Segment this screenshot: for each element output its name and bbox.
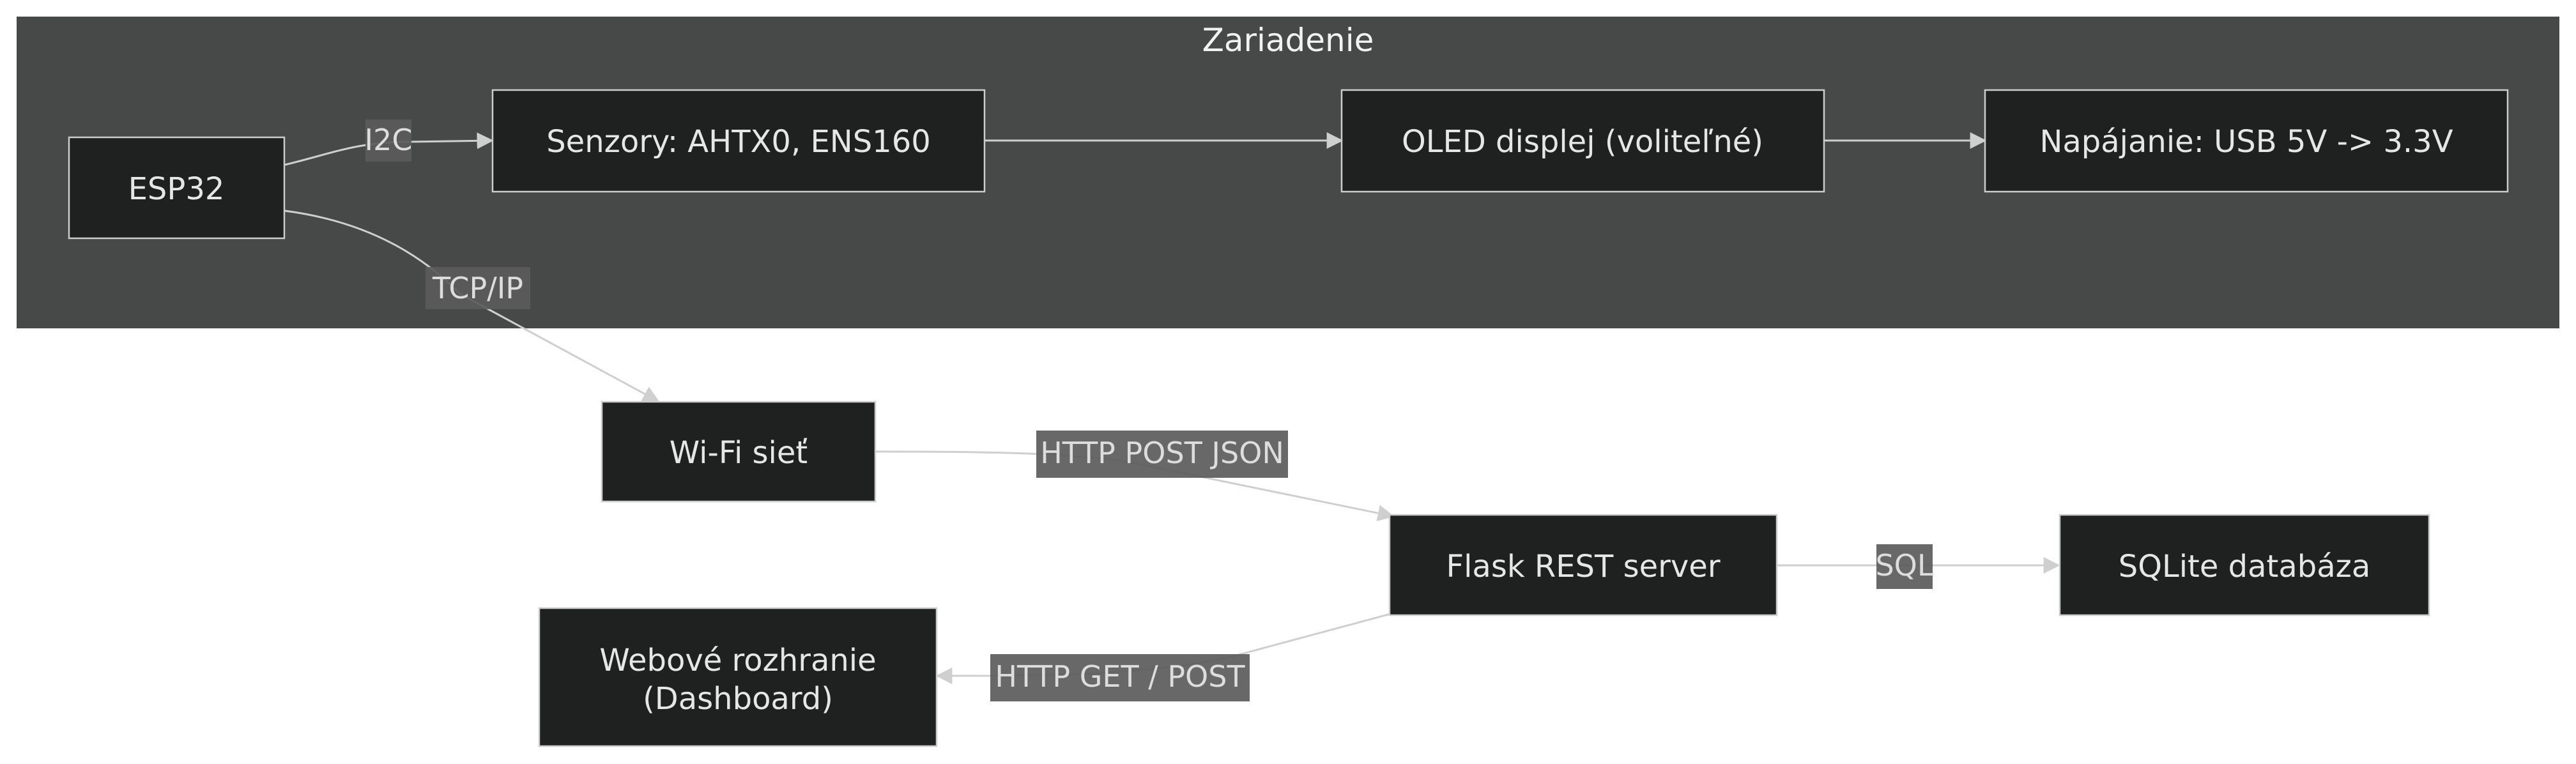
edge-label-tcpip: TCP/IP [425, 267, 530, 309]
node-web-label-line2: (Dashboard) [643, 681, 833, 717]
node-power-label: Napájanie: USB 5V -> 3.3V [2039, 124, 2453, 160]
node-sqlite: SQLite databáza [2058, 514, 2430, 616]
node-esp32-label: ESP32 [128, 171, 225, 207]
node-oled: OLED displej (voliteľné) [1340, 89, 1825, 193]
nodes: ESP32 Senzory: AHTX0, ENS160 OLED disple… [68, 89, 2509, 747]
node-sensors-label: Senzory: AHTX0, ENS160 [546, 124, 931, 160]
edge-label-tcpip-text: TCP/IP [432, 271, 523, 305]
node-esp32: ESP32 [68, 136, 286, 240]
edge-label-http-get-post-text: HTTP GET / POST [995, 659, 1245, 694]
cluster-title: Zariadenie [1202, 22, 1374, 59]
edge-label-sql: SQL [1875, 544, 1934, 589]
node-web: Webové rozhranie (Dashboard) [538, 607, 938, 747]
node-power: Napájanie: USB 5V -> 3.3V [1984, 89, 2509, 193]
edge-label-i2c: I2C [365, 119, 413, 162]
node-oled-label: OLED displej (voliteľné) [1402, 124, 1763, 160]
node-flask-label: Flask REST server [1446, 549, 1720, 584]
node-flask: Flask REST server [1388, 514, 1778, 616]
edge-label-http-post-text: HTTP POST JSON [1040, 436, 1284, 470]
edge-label-sql-text: SQL [1875, 548, 1933, 583]
node-sqlite-label: SQLite databáza [2119, 549, 2371, 584]
node-sensors: Senzory: AHTX0, ENS160 [491, 89, 986, 193]
edge-label-http-get-post: HTTP GET / POST [990, 654, 1250, 701]
edge-label-http-post: HTTP POST JSON [1036, 431, 1288, 478]
node-wifi-label: Wi-Fi sieť [670, 435, 808, 471]
node-web-label-line1: Webové rozhranie [599, 643, 876, 678]
node-wifi: Wi-Fi sieť [601, 401, 877, 503]
edge-label-i2c-text: I2C [365, 123, 413, 157]
edge-labels: I2C TCP/IP HTTP POST JSON SQL HTTP GET /… [365, 119, 1934, 701]
